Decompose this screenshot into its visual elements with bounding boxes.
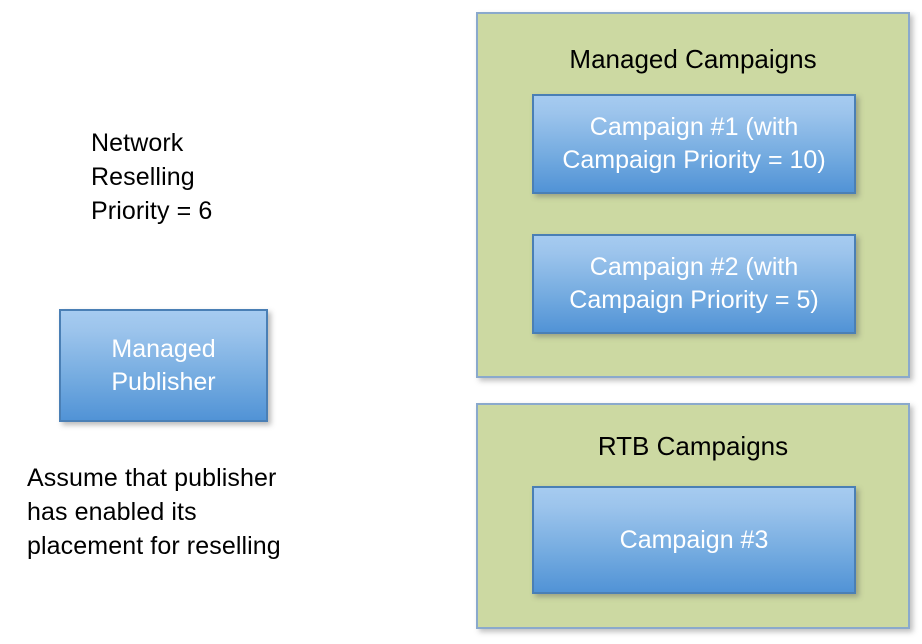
campaign-1-label: Campaign #1 (with Campaign Priority = 10… — [562, 113, 826, 174]
managed-publisher-label: Managed Publisher — [111, 334, 216, 396]
network-reselling-priority-note: Network Reselling Priority = 6 — [91, 129, 213, 225]
campaign-3-label: Campaign #3 — [619, 525, 769, 554]
rtb-campaigns-title: RTB Campaigns — [597, 431, 789, 461]
managed-publisher-box[interactable]: Managed Publisher — [59, 309, 268, 422]
assumption-note: Assume that publisher has enabled its pl… — [27, 464, 281, 560]
campaign-1-box[interactable]: Campaign #1 (with Campaign Priority = 10… — [532, 94, 856, 194]
rtb-campaigns-panel: RTB Campaigns Campaign #3 — [476, 403, 910, 629]
campaign-2-box[interactable]: Campaign #2 (with Campaign Priority = 5) — [532, 234, 856, 334]
campaign-3-box[interactable]: Campaign #3 — [532, 486, 856, 594]
managed-campaigns-panel: Managed Campaigns Campaign #1 (with Camp… — [476, 12, 910, 378]
campaign-2-label: Campaign #2 (with Campaign Priority = 5) — [569, 253, 819, 314]
managed-campaigns-title: Managed Campaigns — [569, 44, 817, 74]
